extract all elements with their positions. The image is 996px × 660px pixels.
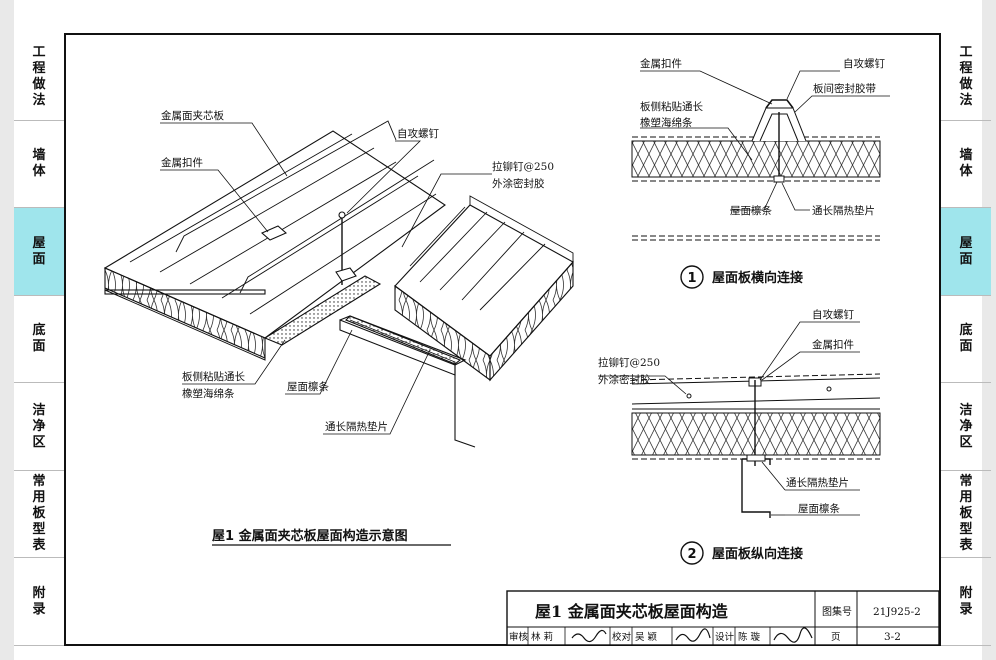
d1-label-sponge-1: 板侧粘贴通长 (640, 100, 703, 113)
atlas-label: 图集号 (822, 605, 852, 618)
d1-label-purlin: 屋面檩条 (730, 204, 772, 217)
label-rivet: 拉铆钉@250 (492, 160, 554, 173)
label-clip: 金属扣件 (161, 156, 203, 169)
detail1-section (631, 99, 881, 241)
label-purlin: 屋面檩条 (287, 380, 329, 393)
d1-label-screw: 自攻螺钉 (843, 57, 885, 70)
tab-panel-types[interactable]: 常用板型表 (941, 471, 991, 558)
main-isometric-figure (103, 120, 574, 448)
d1-label-seal: 板间密封胶带 (813, 82, 876, 95)
drawing-frame (64, 33, 941, 646)
tab-engineering[interactable]: 工程做法 (14, 33, 64, 121)
tab-clean-area[interactable]: 洁净区 (14, 383, 64, 471)
design-name: 陈 璇 (738, 631, 761, 643)
page-label: 页 (831, 632, 841, 643)
tab-floor[interactable]: 底面 (14, 296, 64, 383)
title-block (506, 590, 940, 646)
detail2-leaders (598, 321, 860, 516)
label-screw: 自攻螺钉 (397, 127, 439, 140)
tab-appendix[interactable]: 附录 (14, 558, 64, 646)
metal-clip (260, 225, 288, 241)
tab-appendix[interactable]: 附录 (941, 558, 991, 646)
label-panel: 金属面夹芯板 (161, 109, 224, 122)
atlas-number: 21J925-2 (873, 606, 921, 618)
detail1-number-circle (680, 265, 704, 289)
sponge-strip (263, 275, 382, 346)
d2-label-pad: 通长隔热垫片 (786, 476, 849, 489)
detail1-leaders (640, 70, 890, 211)
d1-label-sponge-2: 橡塑海绵条 (640, 116, 693, 129)
page-number: 3-2 (884, 631, 901, 643)
d1-label-clip: 金属扣件 (640, 57, 682, 70)
detail1-title: 屋面板横向连接 (712, 270, 803, 286)
check-name: 吴 颖 (635, 631, 658, 643)
label-pad: 通长隔热垫片 (325, 420, 388, 433)
d1-label-pad: 通长隔热垫片 (812, 204, 875, 217)
main-caption: 屋1 金属面夹芯板屋面构造示意图 (212, 528, 408, 544)
d2-label-rivet: 拉铆钉@250 (598, 356, 660, 369)
review-name: 林 莉 (531, 631, 553, 643)
d2-label-screw: 自攻螺钉 (812, 308, 854, 321)
detail2-number: 2 (687, 547, 696, 562)
detail2-section (631, 373, 881, 518)
signature-design (773, 627, 813, 643)
label-sponge-2: 橡塑海绵条 (182, 387, 235, 400)
d2-label-clip: 金属扣件 (812, 338, 854, 351)
detail2-title: 屋面板纵向连接 (712, 546, 803, 562)
main-leaders (160, 122, 492, 435)
tab-roof[interactable]: 屋面 (941, 208, 991, 296)
tab-wall[interactable]: 墙体 (14, 121, 64, 208)
tab-panel-types[interactable]: 常用板型表 (14, 471, 64, 558)
title-block-title: 屋1 金属面夹芯板屋面构造 (535, 602, 729, 621)
check-label: 校对 (612, 631, 632, 643)
tab-floor[interactable]: 底面 (941, 296, 991, 383)
detail2-number-circle (680, 541, 704, 565)
tab-engineering[interactable]: 工程做法 (941, 33, 991, 121)
review-label: 审核 (509, 631, 529, 643)
detail2-purlin (741, 459, 771, 518)
label-rivet-sealant: 外涂密封胶 (492, 177, 545, 190)
tab-wall[interactable]: 墙体 (941, 121, 991, 208)
label-sponge-1: 板侧粘贴通长 (182, 370, 245, 383)
signature-check (675, 628, 711, 642)
tab-roof[interactable]: 屋面 (14, 208, 64, 296)
d2-label-purlin: 屋面檩条 (798, 502, 840, 515)
tab-clean-area[interactable]: 洁净区 (941, 383, 991, 471)
detail1-number: 1 (687, 271, 696, 286)
d2-label-sealant: 外涂密封胶 (598, 373, 651, 386)
signature-review (571, 629, 607, 643)
design-label: 设计 (715, 631, 735, 643)
